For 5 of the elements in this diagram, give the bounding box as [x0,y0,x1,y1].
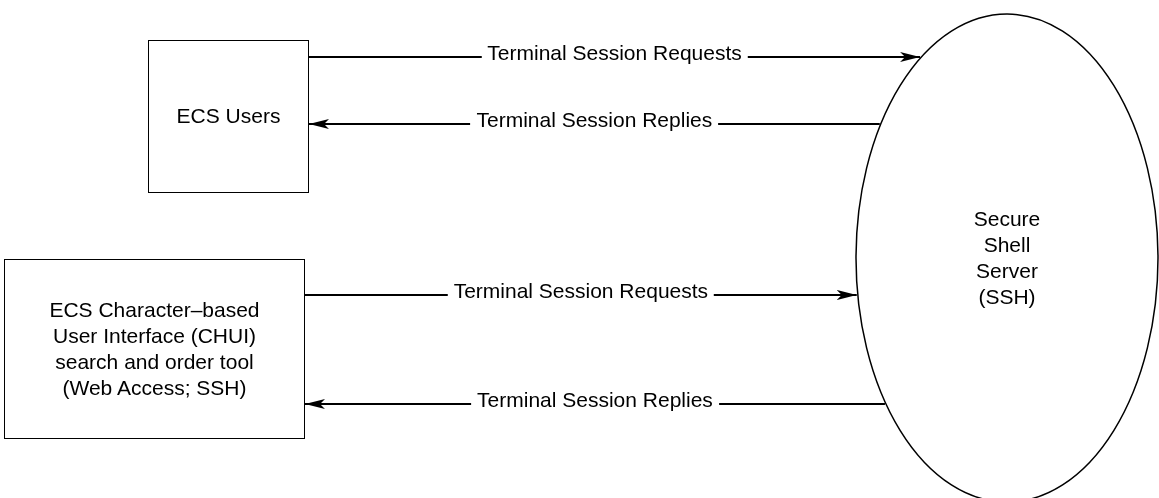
process-box [148,40,309,193]
node-label: ECS Users [176,103,281,130]
node-label: ECS Character–based User Interface (CHUI) search and order tool (Web Access; SSH) [48,296,261,402]
node-label: Secure Shell Server (SSH) [972,205,1042,311]
process-box [4,259,305,439]
